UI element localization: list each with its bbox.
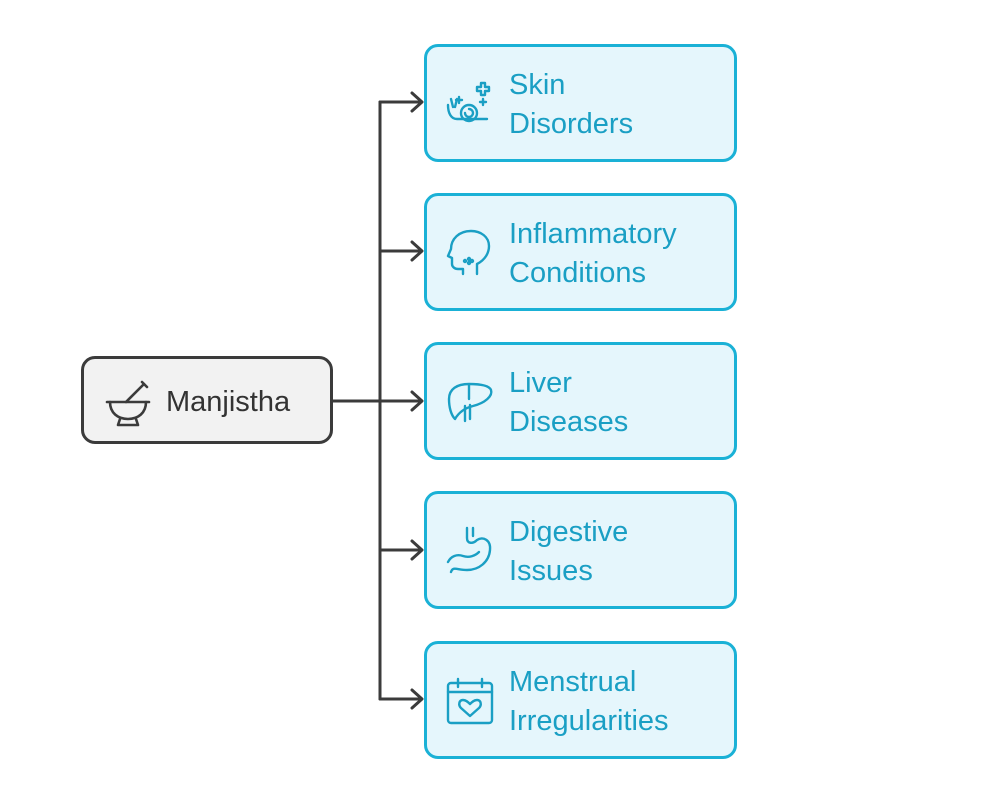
calendar-heart-icon — [446, 677, 494, 725]
stomach-icon — [446, 526, 492, 574]
liver-icon — [447, 382, 493, 423]
root-label: Manjistha — [166, 386, 291, 418]
node-liver-diseases: Liver Diseases — [424, 342, 737, 460]
label-line-2: Diseases — [509, 406, 629, 438]
node-skin-disorders: Skin Disorders — [424, 44, 737, 162]
label-line-2: Disorders — [509, 108, 634, 140]
label-line-1: Menstrual — [509, 666, 637, 698]
node-menstrual-irregularities: Menstrual Irregularities — [424, 641, 737, 759]
snail-plus-icon — [446, 81, 491, 123]
label-line-1: Skin — [509, 69, 566, 101]
label-line-1: Liver — [509, 367, 572, 399]
label-line-2: Issues — [509, 555, 593, 587]
node-digestive-issues: Digestive Issues — [424, 491, 737, 609]
label-line-2: Conditions — [509, 257, 647, 289]
root-node-manjistha: Manjistha — [81, 356, 333, 444]
head-profile-icon — [446, 229, 491, 276]
label-line-2: Irregularities — [509, 705, 669, 737]
label-line-1: Digestive — [509, 516, 629, 548]
node-label: Skin Disorders — [509, 66, 633, 144]
node-label: Inflammatory Conditions — [509, 215, 677, 293]
node-inflammatory-conditions: Inflammatory Conditions — [424, 193, 737, 311]
node-label: Menstrual Irregularities — [509, 663, 669, 741]
node-label: Digestive Issues — [509, 513, 628, 591]
node-label: Liver Diseases — [509, 364, 628, 442]
mortar-pestle-icon — [105, 380, 151, 427]
label-line-1: Inflammatory — [509, 218, 677, 250]
